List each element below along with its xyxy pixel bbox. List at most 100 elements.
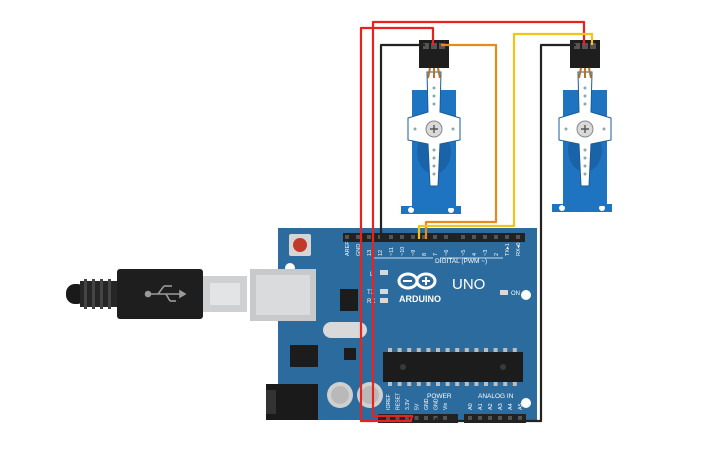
brand-text: ARDUINO [399,294,441,304]
wire-orange-servo1-signal[interactable] [424,43,498,239]
digital-pin-hole[interactable] [356,235,360,239]
analog-pin-label: A3 [498,403,504,410]
servo-2-leads [578,67,592,79]
digital-pin-label: 13 [367,250,373,256]
analog-pin-hole[interactable] [498,416,502,420]
smd-component [344,348,356,360]
digital-pin-hole[interactable] [400,235,404,239]
servo-1[interactable] [401,40,461,214]
servo-1-pin-2 [431,43,437,49]
servo-2-tab-hole-2 [599,205,605,211]
chip-pin [445,348,450,352]
power-pin-hole[interactable] [414,416,419,420]
servo-horn-icon[interactable] [407,71,461,187]
capacitor-2-top [361,386,379,404]
wire-black-servo2-gnd[interactable] [434,43,576,423]
usb-rib-1 [84,279,87,309]
usb-rib-4 [108,279,111,309]
analog-pin-label: A4 [508,403,514,410]
chip-dot-2 [500,364,506,370]
digital-pin-hole[interactable] [444,235,448,239]
chip-pin [503,348,508,352]
servo-1-pin-1 [423,43,429,49]
digital-pin-hole[interactable] [433,235,437,239]
power-pin-hole[interactable] [405,416,409,420]
digital-pin-label: ~5 [461,250,467,256]
digital-pin-label: ~9 [411,250,417,256]
chip-pin [426,348,431,352]
digital-pin-hole[interactable] [367,235,371,239]
led-rx [380,298,388,303]
led-tx-label: TX [367,290,375,296]
digital-pin-label: GND [356,244,362,256]
digital-pin-label: TX▸1 [505,243,511,256]
power-pin-hole[interactable] [386,416,390,420]
digital-pin-hole[interactable] [411,235,415,239]
chip-pin [436,382,440,386]
analog-pin-label: A5 [518,403,524,410]
digital-pin-hole[interactable] [516,235,520,239]
power-pin-hole[interactable] [424,416,428,420]
chip-dot-1 [400,364,406,370]
analog-pin-hole[interactable] [478,416,482,420]
mount-hole-2 [521,290,531,300]
digital-pin-hole[interactable] [483,235,487,239]
analog-pin-hole[interactable] [488,416,492,420]
power-pin-label: 3.3V [405,399,411,410]
digital-pin-hole[interactable] [422,235,426,239]
atmega-chip [383,352,523,382]
analog-header[interactable] [464,414,526,423]
chip-pin [455,382,460,386]
chip-pin [493,382,498,386]
analog-pin-label: A1 [478,403,484,410]
model-text: UNO [452,276,485,293]
digital-pin-hole[interactable] [345,235,349,239]
voltage-regulator [290,345,318,367]
digital-pin-hole[interactable] [494,235,498,239]
analog-pin-hole[interactable] [508,416,512,420]
chip-pin [436,348,440,352]
chip-pin [464,348,469,352]
servo-2-pin-1 [574,43,580,49]
digital-pin-hole[interactable] [505,235,509,239]
chip-pin [445,382,450,386]
digital-pin-hole[interactable] [389,235,393,239]
power-pin-hole[interactable] [395,416,400,420]
usb-rib-3 [100,279,103,309]
usb-cable[interactable] [66,269,247,319]
chip-pin [416,348,421,352]
chip-pins-bottom [388,382,517,386]
wire-red-servo1-5v[interactable] [359,26,435,423]
reset-button-cap[interactable] [293,238,307,252]
power-pin-hole[interactable] [443,416,447,420]
analog-pin-hole[interactable] [468,416,472,420]
digital-pin-label: 12 [378,250,384,256]
digital-pin-hole[interactable] [472,235,476,239]
chip-pin [455,348,460,352]
chip-pin [397,348,402,352]
usb-symbol-icon [144,285,187,302]
wire-red-servo2-5v[interactable] [371,20,586,418]
crystal [323,322,367,338]
servo-2-tab-hole-1 [559,205,565,211]
chip-pin [484,382,488,386]
chip-pin [407,348,412,352]
analog-pin-hole[interactable] [518,416,522,420]
servo-1-tab-hole-1 [408,207,414,213]
arduino-infinity-logo-icon [397,272,437,290]
power-pin-label: GND [434,398,440,410]
usb-b-port-inner [256,275,310,315]
wire-yellow-servo2-signal[interactable] [417,32,594,239]
digital-pin-hole[interactable] [461,235,465,239]
servo-2[interactable] [552,40,612,212]
chip-pin [464,382,469,386]
power-pin-label: RESET [396,392,402,410]
servo-horn-icon[interactable] [558,71,612,187]
led-l [380,270,388,275]
wire-black-servo1-gnd[interactable] [379,43,425,239]
power-pin-label: GND [424,398,430,410]
chip-pin [512,382,517,386]
